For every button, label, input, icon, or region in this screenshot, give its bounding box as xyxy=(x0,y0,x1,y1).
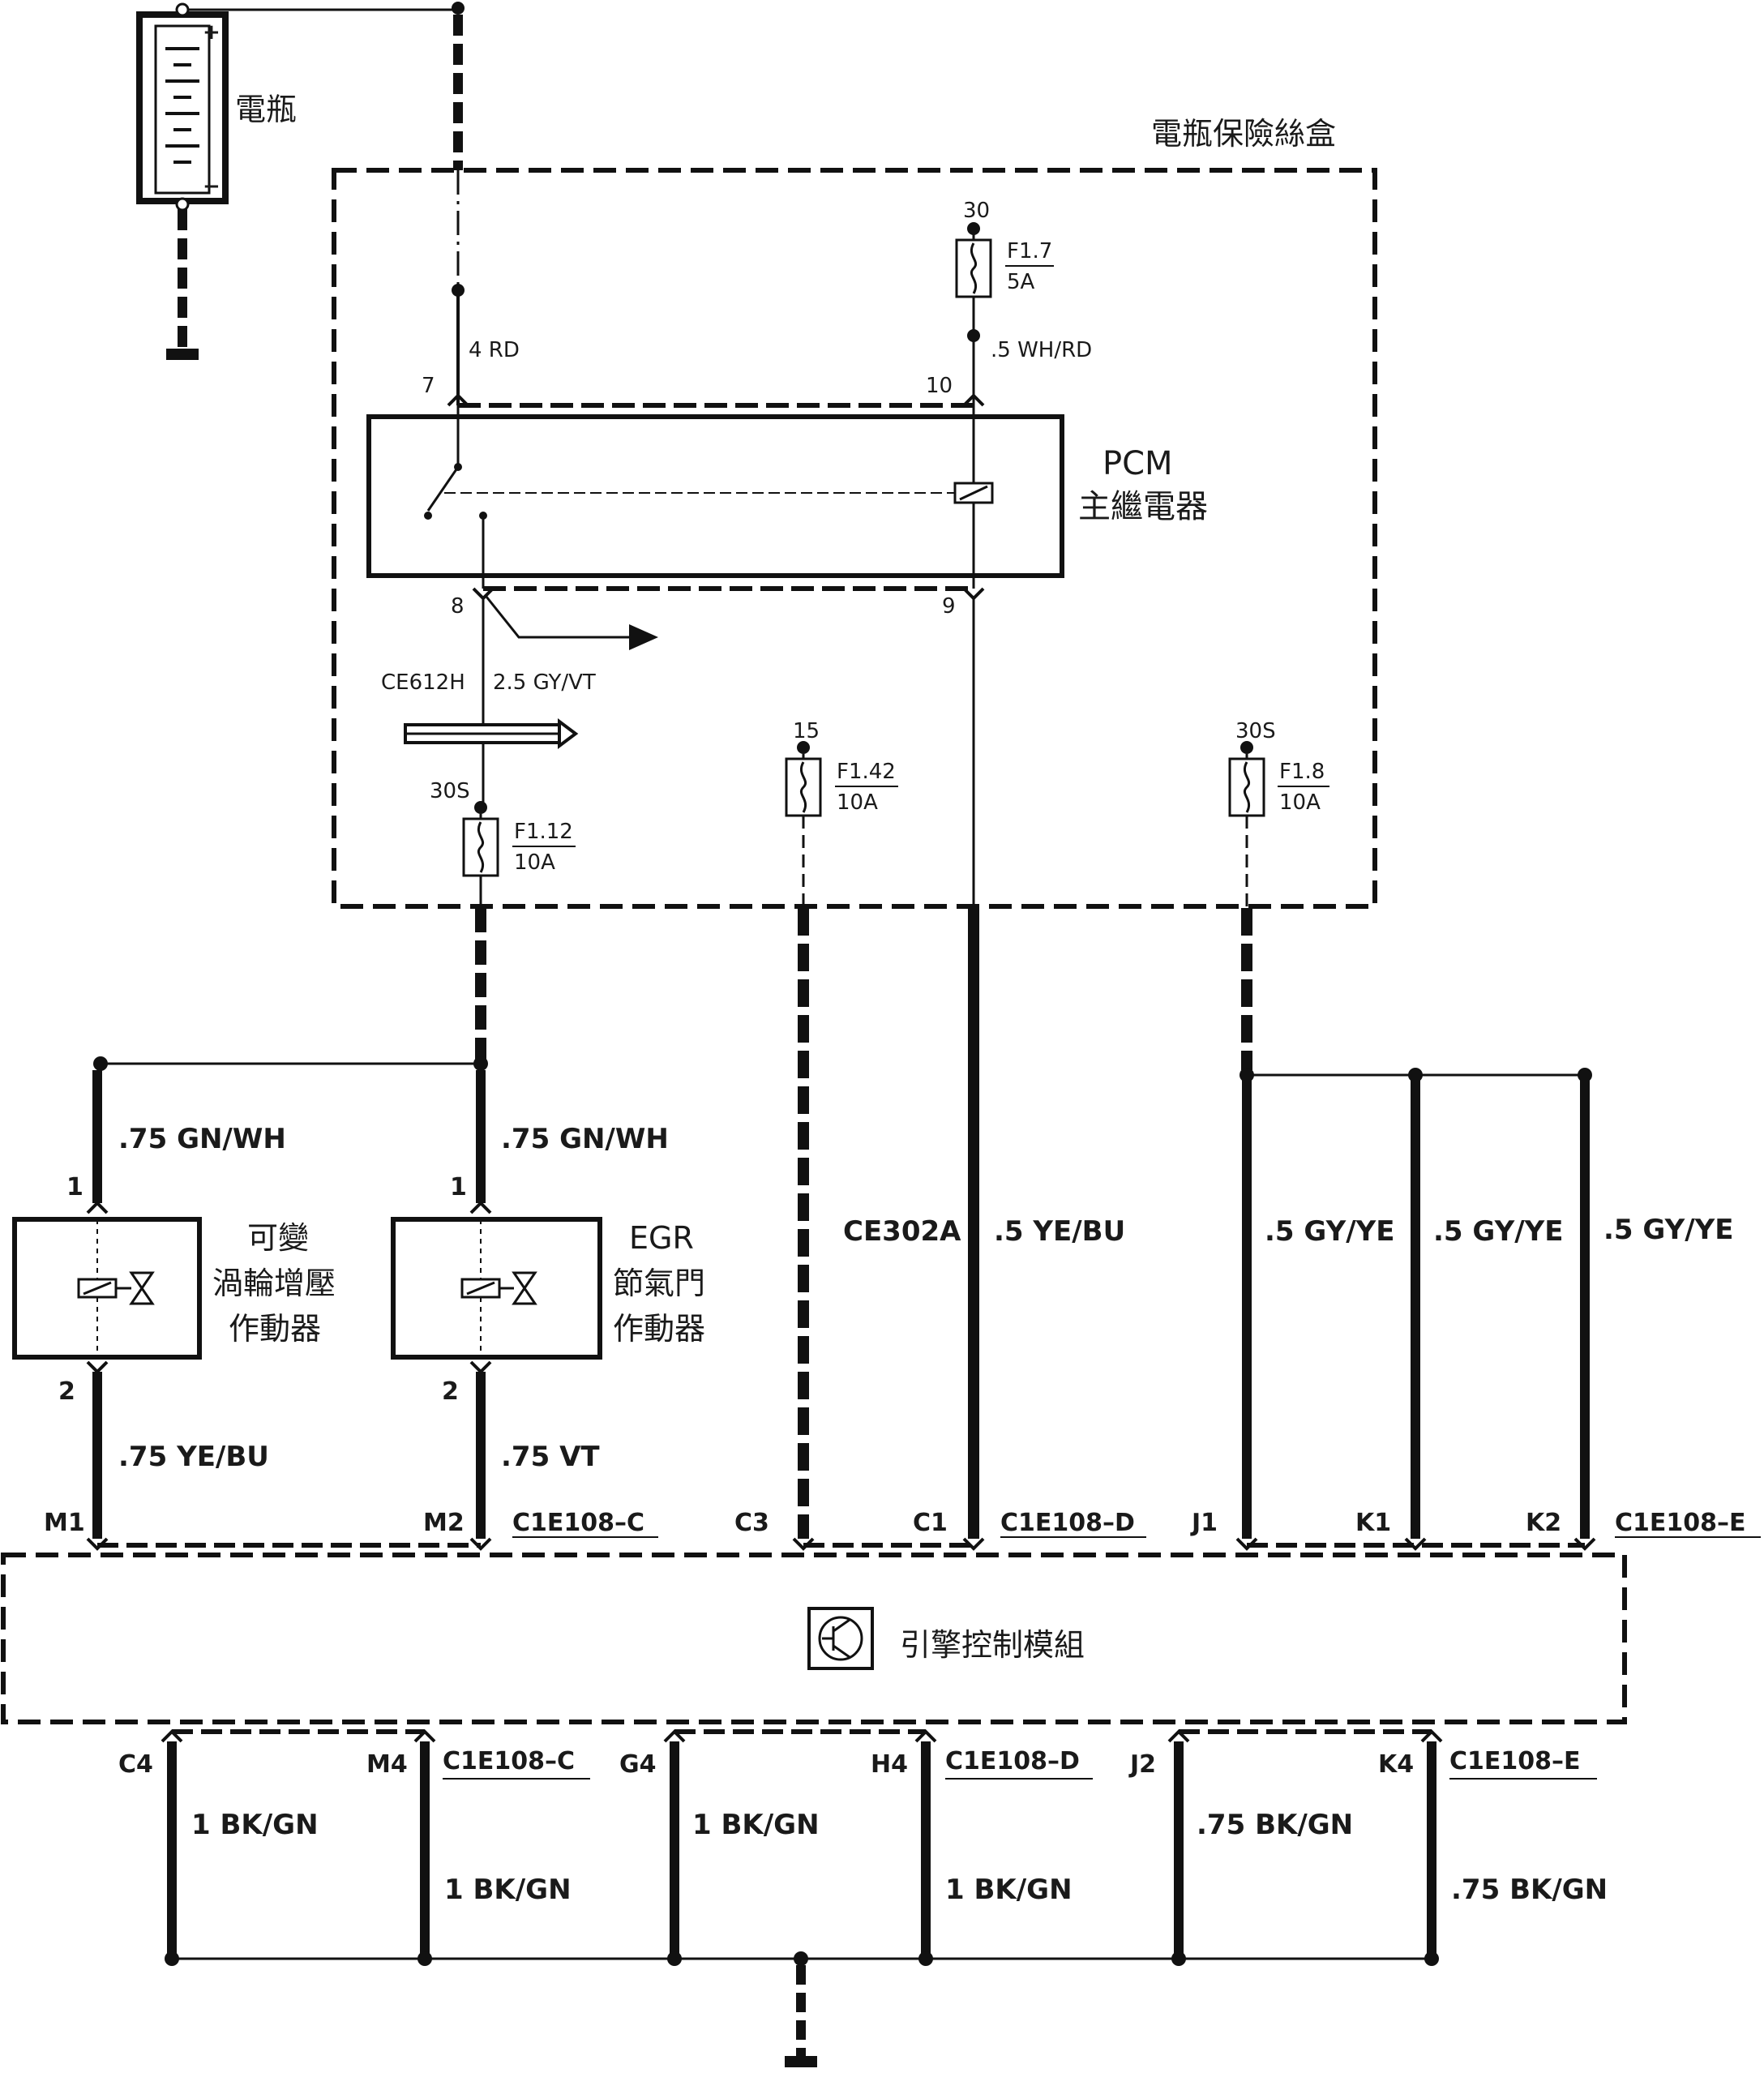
fuse-f1-42-pin: 15 xyxy=(793,719,820,743)
egr-solenoid-valve xyxy=(460,1219,537,1357)
ecm-conn-top-d: C1E108–D xyxy=(1000,1509,1135,1537)
relay-pin-10: 10 xyxy=(926,374,953,398)
wire-75gnwh-a: .75 GN/WH xyxy=(118,1123,286,1155)
relay-pin-8: 8 xyxy=(451,594,465,619)
ecm-pin-k1: K1 xyxy=(1355,1509,1391,1537)
egr-pin-1: 1 xyxy=(450,1173,467,1201)
wire-4rd-label: 4 RD xyxy=(469,338,520,362)
ecm-conn-top-e: C1E108–E xyxy=(1615,1509,1746,1537)
turbo-solenoid-valve xyxy=(77,1219,155,1357)
ecm-pin-g4: G4 xyxy=(619,1750,657,1779)
ecm-label: 引擎控制模組 xyxy=(900,1627,1085,1663)
fuse-f1-8-rating: 10A xyxy=(1279,790,1321,815)
ecm-module-border xyxy=(1,1553,1627,1724)
fuse-f1-7-pin: 30 xyxy=(963,199,990,223)
wire-5gyye-c: .5 GY/YE xyxy=(1603,1214,1733,1246)
egr-label-1: EGR xyxy=(629,1220,694,1256)
fuse-box-border xyxy=(332,168,1377,909)
battery-label: 電瓶 xyxy=(235,92,297,127)
transistor-icon xyxy=(807,1607,874,1670)
turbo-label-1: 可變 xyxy=(247,1220,309,1256)
fuse-f1-8-pin: 30S xyxy=(1235,719,1276,743)
turbo-pin-1: 1 xyxy=(66,1173,83,1201)
turbo-label-3: 作動器 xyxy=(229,1311,321,1347)
ecm-pin-m2: M2 xyxy=(423,1509,465,1537)
ecm-conn-bottom-d: C1E108–D xyxy=(945,1747,1080,1775)
ecm-conn-top-c: C1E108–C xyxy=(512,1509,644,1537)
fuse-f1-12 xyxy=(462,801,499,877)
battery-minus: − xyxy=(203,174,220,199)
wire-ground-6: .75 BK/GN xyxy=(1451,1874,1608,1906)
fuse-f1-8-name: F1.8 xyxy=(1279,760,1325,784)
relay-pin-9: 9 xyxy=(942,594,956,619)
wire-ground-1: 1 BK/GN xyxy=(191,1809,319,1841)
wire-75vt: .75 VT xyxy=(501,1441,600,1473)
wire-ground-2: 1 BK/GN xyxy=(444,1874,572,1906)
wire-5gyye-a: .5 GY/YE xyxy=(1265,1215,1394,1248)
wire-5yebu: .5 YE/BU xyxy=(994,1215,1125,1248)
connector-ce612h: CE612H xyxy=(381,670,465,695)
ecm-pin-j1: J1 xyxy=(1190,1509,1218,1537)
wire-ce302a: CE302A xyxy=(843,1215,961,1248)
ecm-pin-k4: K4 xyxy=(1378,1750,1414,1779)
turbo-label-2: 渦輪增壓 xyxy=(212,1266,336,1301)
fuse-f1-12-rating: 10A xyxy=(514,850,555,875)
ecm-pin-k2: K2 xyxy=(1526,1509,1561,1537)
fuse-f1-7-rating: 5A xyxy=(1007,270,1035,294)
wire-ground-5: .75 BK/GN xyxy=(1197,1809,1353,1841)
ecm-pin-c1: C1 xyxy=(913,1509,948,1537)
relay-pin-7: 7 xyxy=(422,374,435,398)
ecm-pin-c3: C3 xyxy=(734,1509,769,1537)
relay-subtitle: 主繼電器 xyxy=(1078,488,1208,525)
fuse-f1-7 xyxy=(955,222,992,342)
turbo-actuator-box xyxy=(12,1217,202,1360)
fuse-f1-42 xyxy=(785,741,822,906)
ecm-pin-c4: C4 xyxy=(118,1750,153,1779)
wire-ground-4: 1 BK/GN xyxy=(945,1874,1073,1906)
wire-75gnwh-b: .75 GN/WH xyxy=(501,1123,669,1155)
relay-title: PCM xyxy=(1102,445,1173,482)
ecm-pin-m4: M4 xyxy=(366,1750,408,1779)
ecm-pin-h4: H4 xyxy=(871,1750,908,1779)
fuse-box-label: 電瓶保險絲盒 xyxy=(1151,116,1336,152)
fuse-f1-42-name: F1.42 xyxy=(837,760,896,784)
ecm-pin-m1: M1 xyxy=(44,1509,85,1537)
wire-75yebu: .75 YE/BU xyxy=(118,1441,269,1473)
ecm-pin-j2: J2 xyxy=(1128,1750,1156,1779)
egr-label-2: 節氣門 xyxy=(613,1266,705,1301)
turbo-pin-2: 2 xyxy=(58,1377,75,1406)
battery: + − xyxy=(136,2,229,212)
fuse-f1-8 xyxy=(1228,741,1265,906)
fuse-f1-12-pin: 30S xyxy=(430,779,470,803)
egr-label-3: 作動器 xyxy=(613,1311,705,1347)
fuse-f1-7-name: F1.7 xyxy=(1007,239,1052,263)
egr-pin-2: 2 xyxy=(442,1377,459,1406)
wire-25gyvt-label: 2.5 GY/VT xyxy=(493,670,596,695)
battery-plus: + xyxy=(203,20,220,45)
ecm-conn-bottom-e: C1E108–E xyxy=(1449,1747,1581,1775)
ecm-conn-bottom-c: C1E108–C xyxy=(443,1747,575,1775)
fuse-f1-12-name: F1.12 xyxy=(514,820,573,844)
wire-5whrd-label: .5 WH/RD xyxy=(991,338,1092,362)
fuse-f1-42-rating: 10A xyxy=(837,790,878,815)
wire-5gyye-b: .5 GY/YE xyxy=(1433,1215,1563,1248)
wire-ground-3: 1 BK/GN xyxy=(692,1809,820,1841)
